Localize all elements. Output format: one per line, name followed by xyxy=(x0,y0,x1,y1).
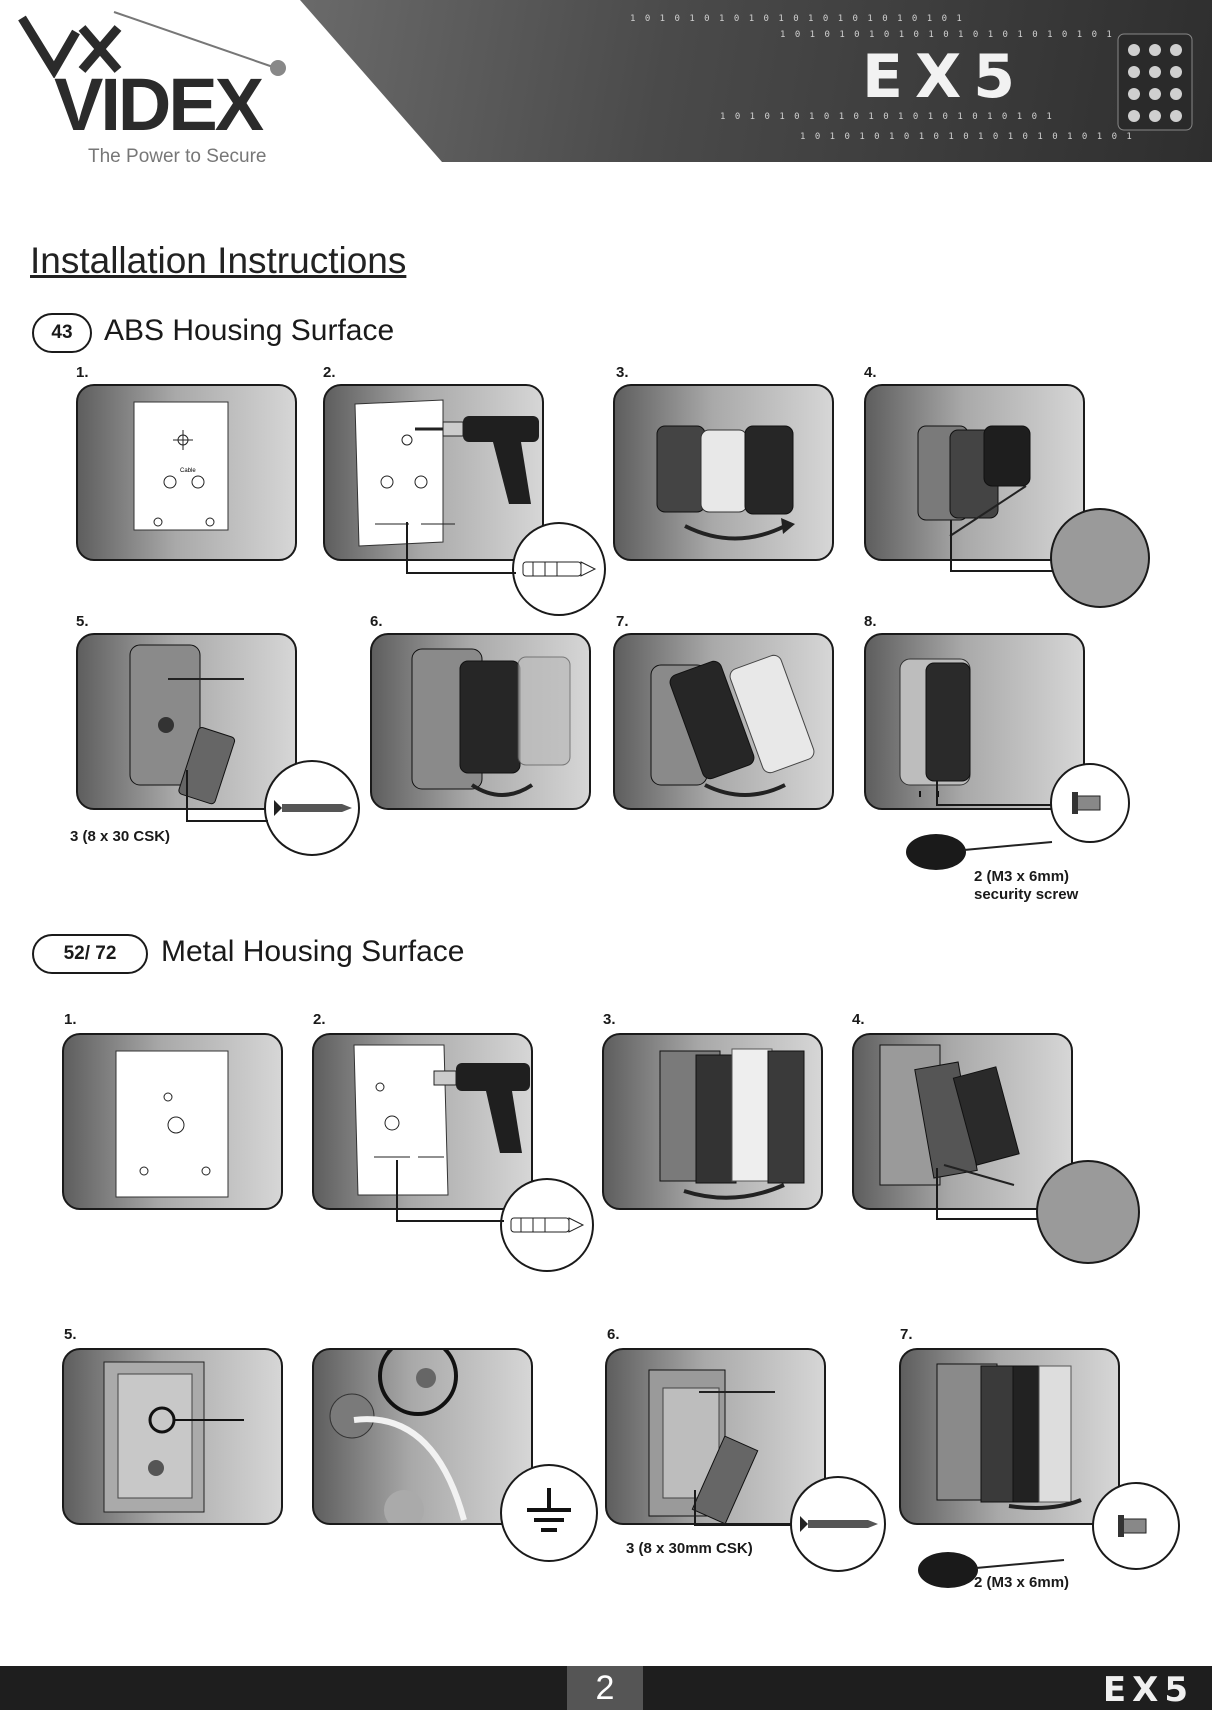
step-number: 1. xyxy=(64,1011,77,1028)
binary-decoration: 1 0 1 0 1 0 1 0 1 0 1 0 1 0 1 0 1 0 1 0 … xyxy=(780,30,1114,40)
step-number: 6. xyxy=(607,1326,620,1343)
step-illustration-release-clip xyxy=(864,384,1085,561)
security-screw-caption: 2 (M3 x 6mm) security screw xyxy=(974,868,1078,904)
drill-icon xyxy=(433,1063,530,1153)
binary-decoration: 1 0 1 0 1 0 1 0 1 0 1 0 1 0 1 0 1 0 1 0 … xyxy=(720,112,1054,122)
step-illustration-fix-backbox xyxy=(605,1348,826,1525)
footer-brand: EX5 xyxy=(1102,1670,1194,1710)
step-illustration-drilling xyxy=(323,384,544,561)
security-screw-icon xyxy=(1050,763,1130,843)
step-illustration-fit-cover xyxy=(613,633,834,810)
clip-detail-callout xyxy=(1050,508,1150,608)
step-number: 2. xyxy=(313,1011,326,1028)
step-illustration-fit-cover xyxy=(899,1348,1120,1525)
wall-plug-icon xyxy=(512,522,606,616)
step-illustration-fit-keypad xyxy=(370,633,591,810)
step-illustration-earth-connection xyxy=(62,1348,283,1525)
screwdriver-icon xyxy=(918,1552,1065,1588)
callout-leader xyxy=(396,1160,504,1222)
step-illustration-release-clip xyxy=(852,1033,1073,1210)
step-number: 4. xyxy=(852,1011,865,1028)
security-screw-icon xyxy=(1092,1482,1180,1570)
step-number: 4. xyxy=(864,364,877,381)
callout-leader xyxy=(186,770,268,822)
screw-icon xyxy=(790,1476,886,1572)
wall-plug-icon xyxy=(500,1178,594,1272)
step-number: 7. xyxy=(616,613,629,630)
drill-icon xyxy=(415,416,539,504)
caption-line: security screw xyxy=(974,886,1079,903)
step-number: 5. xyxy=(76,613,89,630)
screw-icon xyxy=(264,760,360,856)
header-banner: 1 0 1 0 1 0 1 0 1 0 1 0 1 0 1 0 1 0 1 0 … xyxy=(300,0,1212,162)
step-number: 8. xyxy=(864,613,877,630)
callout-leader xyxy=(406,522,516,574)
callout-leader xyxy=(694,1490,792,1526)
security-screw-caption: 2 (M3 x 6mm) xyxy=(974,1574,1070,1591)
caption-line: 2 (M3 x 6mm) xyxy=(974,868,1070,885)
screw-spec-caption: 3 (8 x 30 CSK) xyxy=(70,828,171,845)
step-number: 2. xyxy=(323,364,336,381)
brand-logo: VIDEX xyxy=(54,63,264,146)
section-title: ABS Housing Surface xyxy=(104,314,395,347)
step-number: 5. xyxy=(64,1326,77,1343)
step-illustration-remove-cover xyxy=(613,384,834,561)
section-title: Metal Housing Surface xyxy=(161,935,465,968)
page-title: Installation Instructions xyxy=(30,240,407,281)
section-badge: 52/ 72 xyxy=(32,934,148,974)
binary-decoration: 1 0 1 0 1 0 1 0 1 0 1 0 1 0 1 0 1 0 1 0 … xyxy=(800,132,1134,142)
step-illustration-remove-cover xyxy=(602,1033,823,1210)
videx-logo-mark-icon xyxy=(18,11,286,78)
callout-leader xyxy=(936,780,1052,806)
screw-spec-caption: 3 (8 x 30mm CSK) xyxy=(626,1540,753,1557)
template-label: Cable xyxy=(180,468,196,474)
step-number: 3. xyxy=(603,1011,616,1028)
step-illustration-template xyxy=(62,1033,283,1210)
screwdriver-icon xyxy=(949,485,1027,537)
binary-decoration: 1 0 1 0 1 0 1 0 1 0 1 0 1 0 1 0 1 0 1 0 … xyxy=(630,14,964,24)
clip-detail-callout xyxy=(1036,1160,1140,1264)
screwdriver-icon xyxy=(906,834,1053,870)
section-badge: 43 xyxy=(32,313,92,353)
callout-leader xyxy=(936,1168,1038,1220)
step-number: 1. xyxy=(76,364,89,381)
page-number: 2 xyxy=(567,1666,643,1710)
callout-leader xyxy=(950,520,1052,572)
step-number: 6. xyxy=(370,613,383,630)
step-illustration-security-screws xyxy=(864,633,1085,810)
step-illustration-drilling xyxy=(312,1033,533,1210)
keypad-icon xyxy=(1117,33,1193,131)
step-number: 3. xyxy=(616,364,629,381)
screwdriver-icon xyxy=(943,1164,1015,1186)
product-title: EX5 xyxy=(862,42,1027,112)
step-illustration-template: Cable xyxy=(76,384,297,561)
step-number: 7. xyxy=(900,1326,913,1343)
brand-tagline: The Power to Secure xyxy=(88,146,267,167)
step-illustration-earth-detail xyxy=(312,1348,533,1525)
earth-ground-icon xyxy=(500,1464,598,1562)
